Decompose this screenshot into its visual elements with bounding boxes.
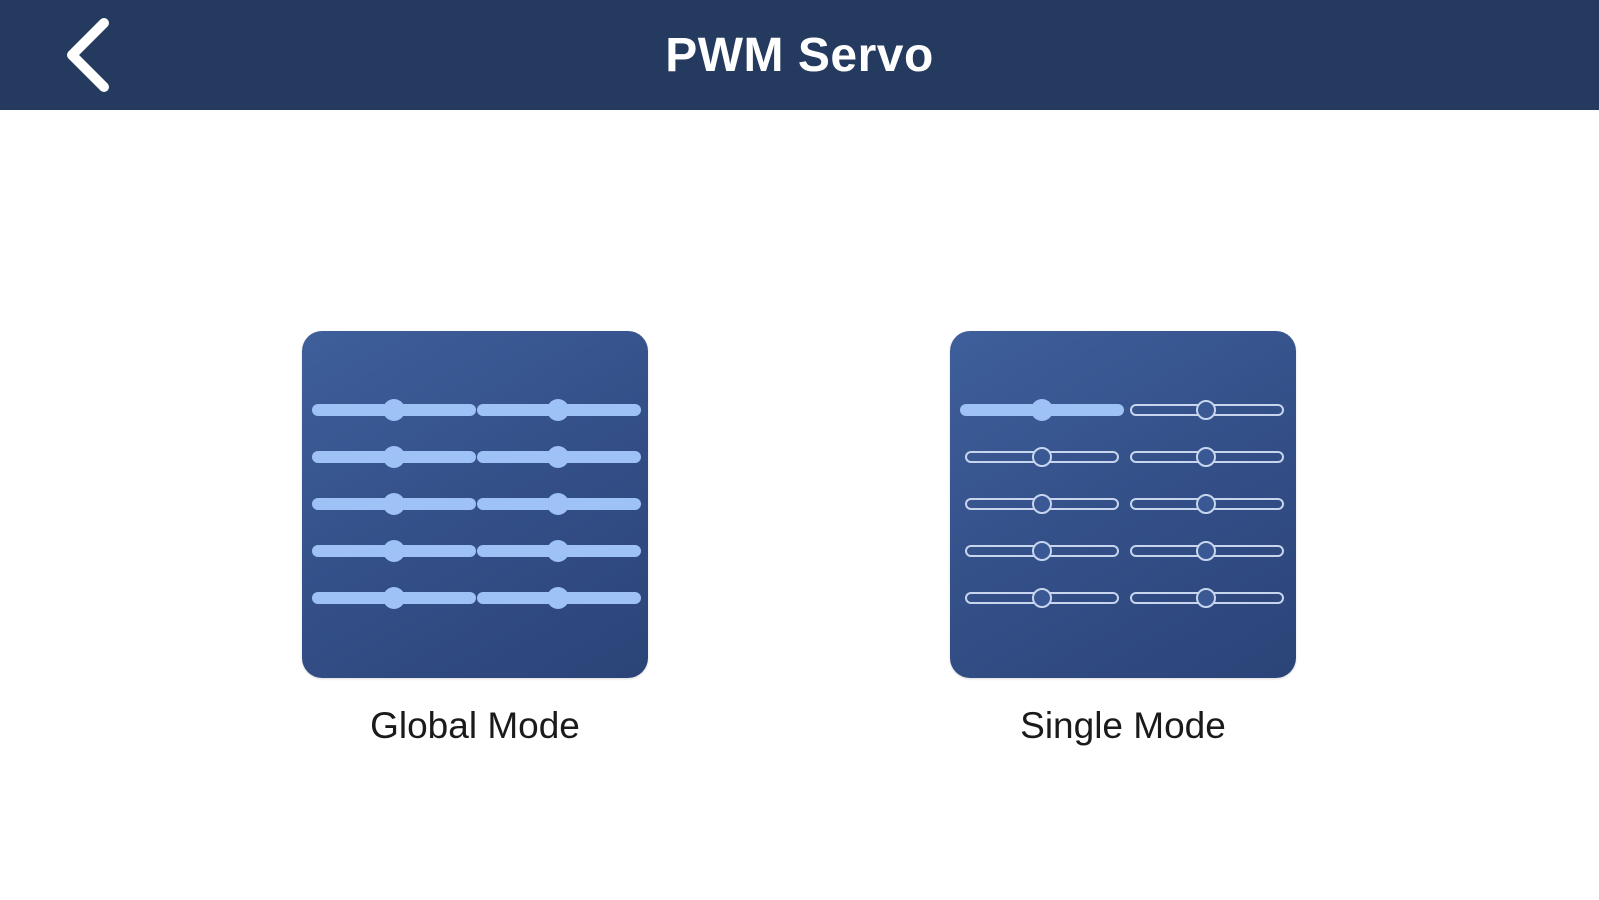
slider-glyph xyxy=(960,399,1124,421)
slider-glyph xyxy=(965,494,1119,514)
single-mode-tile[interactable] xyxy=(950,331,1296,678)
slider-glyph xyxy=(1130,400,1284,420)
slider-glyph xyxy=(477,540,641,562)
back-button[interactable] xyxy=(56,18,120,92)
slider-glyph xyxy=(1130,494,1284,514)
slider-glyph xyxy=(312,540,476,562)
slider-glyph xyxy=(312,587,476,609)
slider-glyph xyxy=(312,446,476,468)
slider-glyph xyxy=(477,587,641,609)
slider-glyph xyxy=(312,399,476,421)
page-title: PWM Servo xyxy=(665,29,934,82)
slider-glyph xyxy=(965,447,1119,467)
slider-glyph xyxy=(965,541,1119,561)
slider-glyph xyxy=(965,588,1119,608)
slider-glyph xyxy=(1130,588,1284,608)
global-mode-button[interactable]: Global Mode xyxy=(302,331,648,748)
sliders-single-active-icon xyxy=(960,399,1284,608)
global-mode-label: Global Mode xyxy=(370,705,580,746)
single-mode-button[interactable]: Single Mode xyxy=(950,331,1296,748)
sliders-all-active-icon xyxy=(312,399,641,609)
slider-glyph xyxy=(477,446,641,468)
slider-glyph xyxy=(312,493,476,515)
slider-glyph xyxy=(477,399,641,421)
slider-glyph xyxy=(477,493,641,515)
top-navigation-bar: PWM Servo xyxy=(0,0,1599,110)
chevron-left-icon xyxy=(67,18,109,92)
slider-glyph xyxy=(1130,541,1284,561)
slider-glyph xyxy=(1130,447,1284,467)
single-mode-label: Single Mode xyxy=(1020,705,1226,746)
global-mode-tile[interactable] xyxy=(302,331,648,678)
